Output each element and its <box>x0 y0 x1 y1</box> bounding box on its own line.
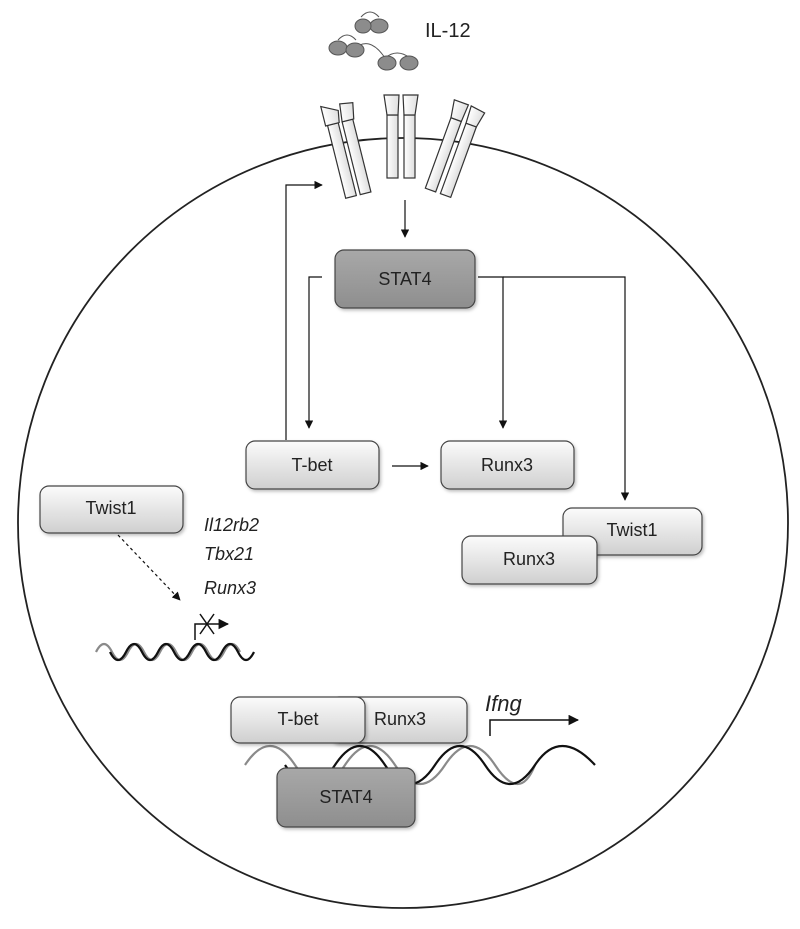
runx3-right-label: Runx3 <box>503 549 555 569</box>
ifng-gene-label: Ifng <box>485 691 522 716</box>
runx3-mid-label: Runx3 <box>481 455 533 475</box>
gene-runx3: Runx3 <box>204 578 256 598</box>
twist1-left-node: Twist1 <box>39 485 184 534</box>
tbet-bottom-node: T-bet <box>230 696 366 744</box>
stat4-top-label: STAT4 <box>378 269 431 289</box>
stat4-bottom-node: STAT4 <box>276 767 416 828</box>
arrow-twist1-dashed <box>117 534 181 601</box>
arrow-tbet-to-receptor <box>285 180 323 440</box>
twist1-right-label: Twist1 <box>606 520 657 540</box>
il12-ligand-icon <box>328 11 419 71</box>
ligand-label: IL-12 <box>425 20 471 42</box>
dna-bottom-icon <box>244 744 596 785</box>
runx3-bottom-label: Runx3 <box>374 709 426 729</box>
pathway-arrows <box>117 180 630 601</box>
tbet-mid-node: T-bet <box>245 440 380 490</box>
tbet-bottom-label: T-bet <box>277 709 318 729</box>
ifng-transcription-arrow <box>489 714 580 736</box>
cell-membrane <box>17 137 789 909</box>
il12-receptor-icon <box>319 94 486 199</box>
twist1-right-node: Twist1 <box>562 507 703 556</box>
stat4-bottom-label: STAT4 <box>319 787 372 807</box>
dna-left-icon <box>95 642 255 662</box>
twist1-left-label: Twist1 <box>85 498 136 518</box>
runx3-mid-node: Runx3 <box>440 440 575 490</box>
stat4-top-node: STAT4 <box>334 249 476 309</box>
tbet-mid-label: T-bet <box>291 455 332 475</box>
blocked-transcription-icon <box>194 613 230 640</box>
arrow-stat4-to-tbet <box>304 276 322 429</box>
gene-list: Il12rb2 Tbx21 Runx3 <box>204 515 259 598</box>
gene-tbx21: Tbx21 <box>204 544 254 564</box>
gene-il12rb2: Il12rb2 <box>204 515 259 535</box>
runx3-right-node: Runx3 <box>461 535 598 585</box>
arrow-stat4-to-twist1 <box>503 276 630 501</box>
